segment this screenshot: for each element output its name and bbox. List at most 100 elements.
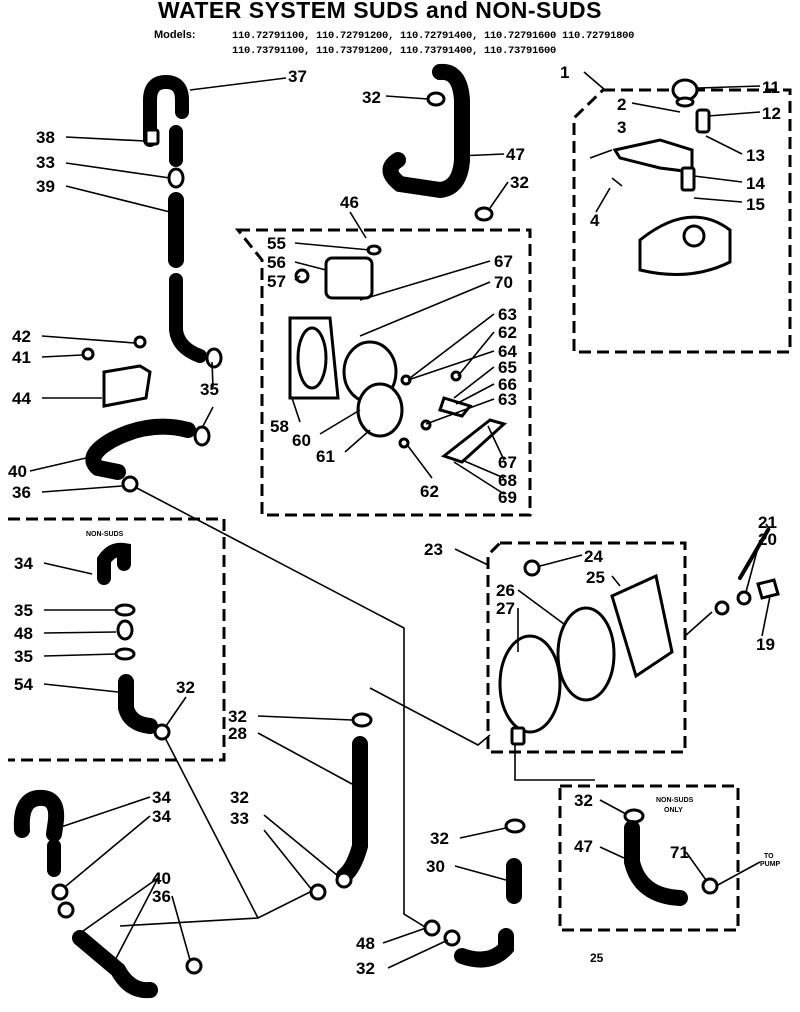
callout-36-a: 35 bbox=[200, 380, 219, 399]
callout-56: 55 bbox=[267, 234, 286, 253]
callout-32-d: 32 bbox=[228, 707, 247, 726]
callout-32-a: 32 bbox=[362, 88, 381, 107]
page-reference: 25 bbox=[590, 951, 604, 965]
callout-44: 42 bbox=[12, 327, 31, 346]
callout-37-b: 36 bbox=[152, 887, 171, 906]
callout-54-a: 48 bbox=[14, 624, 33, 643]
models-label: Models: bbox=[154, 29, 196, 41]
callout-63-b: 63 bbox=[498, 390, 517, 409]
diagram-title: WATER SYSTEM SUDS and NON-SUDS bbox=[158, 0, 602, 23]
clamp-33-upper bbox=[167, 167, 185, 189]
callout-12: 12 bbox=[762, 104, 781, 123]
callout-11: 11 bbox=[762, 78, 780, 97]
hose-47 bbox=[382, 63, 494, 222]
box-valve-assembly-1 bbox=[572, 88, 792, 354]
callout-54-b: 48 bbox=[356, 934, 375, 953]
callout-66: 66 bbox=[498, 375, 517, 394]
callout-labels: 37 38 33 39 42 41 44 35 40 36 32 47 32 4… bbox=[8, 63, 781, 978]
box-valve-assembly-46 bbox=[234, 228, 532, 517]
callout-35-a: 34 bbox=[14, 554, 33, 573]
callout-34: 34 bbox=[152, 807, 171, 826]
callout-30: 30 bbox=[426, 857, 445, 876]
callout-36-b: 35 bbox=[14, 601, 33, 620]
valve-assembly-1 bbox=[589, 78, 732, 276]
callout-38: 37 bbox=[288, 67, 307, 86]
non-suds-left-parts bbox=[97, 542, 171, 741]
box-filter-23 bbox=[486, 541, 687, 754]
callout-1: 1 bbox=[560, 63, 569, 82]
callout-4: 4 bbox=[590, 211, 600, 230]
box-non-suds-only bbox=[558, 784, 740, 932]
callout-36-c: 35 bbox=[14, 647, 33, 666]
callout-32-f: 32 bbox=[430, 829, 449, 848]
clamp-37-upper bbox=[121, 475, 139, 493]
models-line-1: 110.72791100, 110.72791200, 110.72791400… bbox=[232, 30, 635, 42]
callout-62-b: 62 bbox=[420, 482, 439, 501]
callout-32-b: 32 bbox=[510, 173, 529, 192]
callout-42: 41 bbox=[12, 348, 31, 367]
callout-15: 15 bbox=[746, 195, 765, 214]
callout-59: 58 bbox=[270, 417, 289, 436]
clamp-36-upper bbox=[193, 347, 223, 447]
callout-60: 60 bbox=[292, 431, 311, 450]
callout-41: 40 bbox=[8, 462, 27, 481]
filter-assembly-23 bbox=[498, 559, 674, 746]
callout-28: 28 bbox=[228, 724, 247, 743]
hose-48 bbox=[623, 808, 761, 906]
callout-47: 47 bbox=[506, 145, 525, 164]
callout-57: 56 bbox=[267, 253, 286, 272]
to-pump-label-1: TO bbox=[764, 853, 774, 860]
callout-40-b: 40 bbox=[152, 869, 171, 888]
callout-33-b: 33 bbox=[230, 809, 249, 828]
callout-14: 14 bbox=[746, 174, 765, 193]
valve-assembly-46 bbox=[288, 244, 508, 464]
callout-55: 54 bbox=[14, 675, 33, 694]
bracket-45 bbox=[81, 335, 152, 408]
callout-2: 2 bbox=[617, 95, 626, 114]
non-suds-box-label: NON-SUDS bbox=[86, 531, 124, 538]
hose-41 bbox=[85, 418, 196, 480]
callout-58: 57 bbox=[267, 272, 286, 291]
hose-40-upper bbox=[168, 192, 207, 363]
callout-46: 46 bbox=[340, 193, 359, 212]
callout-20: 20 bbox=[758, 530, 777, 549]
callout-26: 26 bbox=[496, 581, 515, 600]
callout-39: 38 bbox=[36, 128, 55, 147]
callout-25: 25 bbox=[586, 568, 605, 587]
non-suds-only-label-1: NON-SUDS bbox=[656, 797, 694, 804]
clamp-39 bbox=[144, 128, 160, 146]
callout-68: 68 bbox=[498, 471, 517, 490]
callout-24: 24 bbox=[584, 547, 603, 566]
callout-21: 21 bbox=[758, 513, 777, 532]
callout-27: 27 bbox=[496, 599, 515, 618]
callout-61: 61 bbox=[316, 447, 335, 466]
callout-32-g: 32 bbox=[356, 959, 375, 978]
callout-65: 65 bbox=[498, 358, 517, 377]
fittings-19-20-21 bbox=[714, 528, 780, 616]
callout-69: 69 bbox=[498, 488, 517, 507]
callout-45: 44 bbox=[12, 389, 31, 408]
callout-13: 13 bbox=[746, 146, 765, 165]
leader-lines bbox=[29, 71, 771, 969]
hose-35-34-40-37 bbox=[13, 789, 203, 999]
callout-33: 33 bbox=[36, 153, 55, 172]
non-suds-only-label-2: ONLY bbox=[664, 807, 683, 814]
callout-32-e: 32 bbox=[230, 788, 249, 807]
models-line-2: 110.73791100, 110.73791200, 110.73791400… bbox=[232, 45, 557, 57]
callout-19: 19 bbox=[756, 635, 775, 654]
callout-71: 71 bbox=[670, 843, 689, 862]
callout-63-a: 63 bbox=[498, 305, 517, 324]
to-pump-label-2: PUMP bbox=[760, 861, 781, 868]
callout-48: 47 bbox=[574, 837, 593, 856]
callout-3: 3 bbox=[617, 118, 626, 137]
hose-38 bbox=[143, 74, 189, 147]
callout-23: 23 bbox=[424, 540, 443, 559]
callout-64: 64 bbox=[498, 342, 517, 361]
hose-28 bbox=[309, 712, 373, 901]
box-non-suds-left bbox=[8, 517, 226, 762]
callout-37-a: 36 bbox=[12, 483, 31, 502]
connector-lines bbox=[119, 485, 713, 931]
callout-32-h: 32 bbox=[574, 791, 593, 810]
callout-67-b: 67 bbox=[498, 453, 517, 472]
